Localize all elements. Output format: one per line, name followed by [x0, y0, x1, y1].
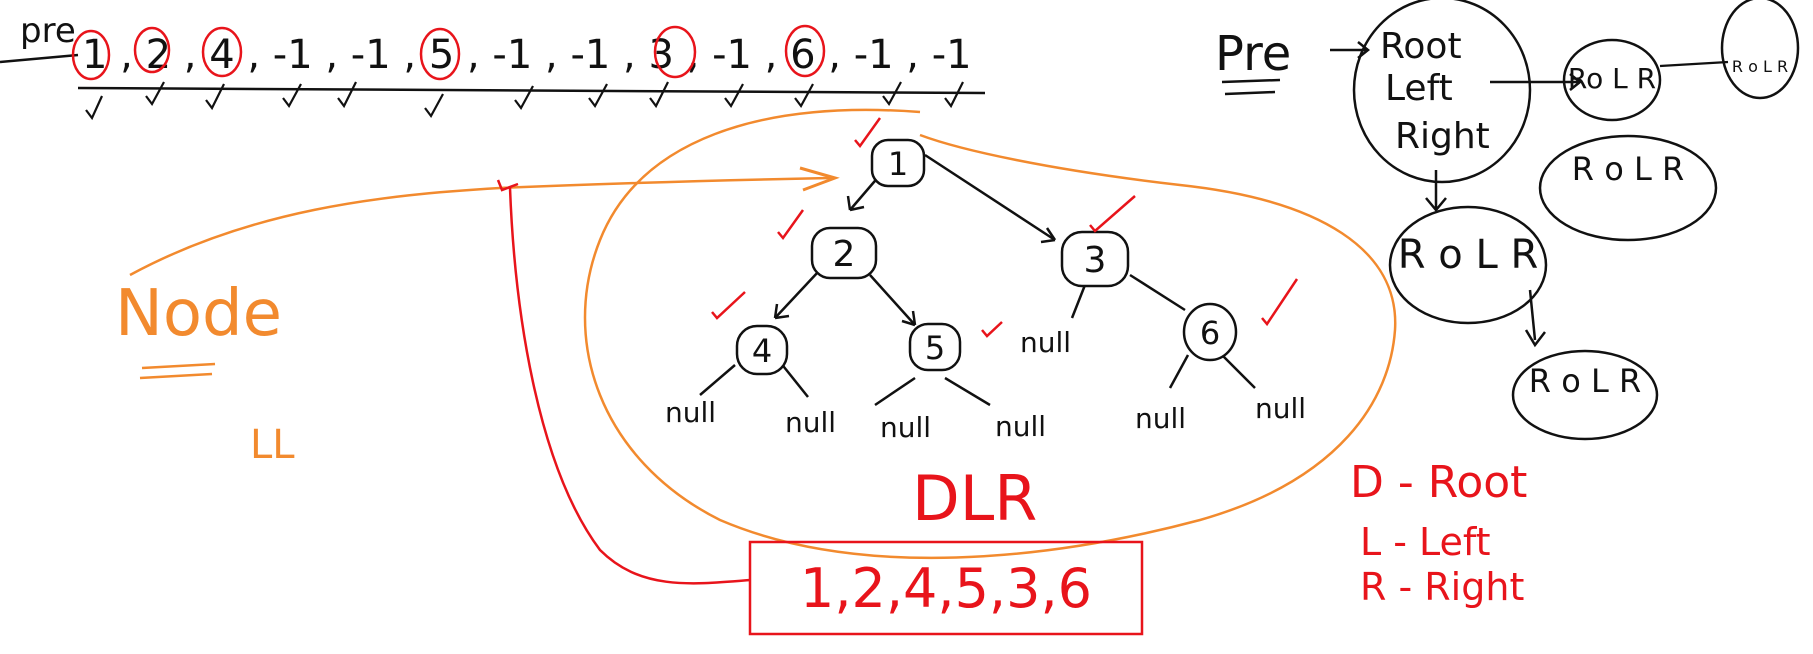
- null-label: null: [665, 396, 716, 429]
- tree-node-4: [735, 324, 789, 376]
- null-label: null: [1255, 392, 1306, 425]
- tree-node-2-label: 2: [833, 234, 856, 275]
- tree-node-2: [810, 226, 878, 280]
- rlr-right-circle: [1538, 134, 1718, 242]
- red-annotations: [496, 117, 1299, 585]
- rlr-small-circle: [1720, 0, 1800, 100]
- rlr-small-text: R o L R: [1732, 57, 1788, 76]
- rlr-mid-circle: [1388, 205, 1548, 325]
- pre-underline-1: [1221, 78, 1281, 84]
- null-label: null: [880, 411, 931, 444]
- rlr-bottom-circle: [1511, 349, 1659, 441]
- tree-node-5: [908, 322, 962, 372]
- pre-title: Pre: [1215, 26, 1291, 82]
- pre-panel: Pre Root Left Right Ro L R R o L R R o L…: [1215, 0, 1800, 441]
- red-tick: [1261, 278, 1299, 327]
- dlr-label: DLR: [912, 462, 1037, 535]
- node-underline-1: [141, 362, 216, 370]
- tick-marks: [85, 81, 964, 121]
- red-small-mark: [496, 179, 519, 192]
- circle-node-2: [133, 26, 171, 74]
- rlr-top-text: Ro L R: [1568, 62, 1656, 95]
- result-box: [748, 540, 1144, 636]
- sequence-values: 1 , 2 , 4 , -1 , -1 , 5 , -1 , -1 , 3 , …: [82, 32, 972, 78]
- tree-node-4-label: 4: [752, 332, 772, 370]
- left-arrow: [1490, 73, 1583, 91]
- rlr-top-circle: [1562, 38, 1662, 122]
- null-label: null: [1020, 326, 1071, 359]
- rlr-right-text: R o L R: [1572, 150, 1684, 188]
- tree-nodes: 1 2 3 4 5 6 null null null null null nul…: [665, 138, 1306, 444]
- right-text: Right: [1395, 116, 1490, 157]
- ll-label: LL: [250, 422, 295, 468]
- circle-node-1: [71, 29, 111, 81]
- down-arrow: [1425, 170, 1447, 212]
- circle-node-3: [653, 25, 697, 79]
- rlr-mid-text: R o L R: [1398, 232, 1539, 278]
- rlr-bottom-text: R o L R: [1529, 362, 1641, 400]
- d-root-legend: D - Root: [1350, 457, 1527, 508]
- red-tick: [711, 291, 746, 320]
- tree-node-5-label: 5: [925, 329, 945, 367]
- circle-node-5: [419, 27, 461, 81]
- result-sequence: 1,2,4,5,3,6: [800, 557, 1092, 620]
- sequence-prefix: pre: [20, 11, 76, 51]
- l-left-legend: L - Left: [1360, 520, 1491, 564]
- red-tick: [854, 117, 882, 149]
- red-tick: [981, 321, 1003, 338]
- red-connector-line: [508, 187, 751, 585]
- pre-underline-2: [1224, 90, 1276, 96]
- prefix-underline: [0, 53, 79, 64]
- tree-node-6: [1182, 302, 1238, 362]
- orange-arrow-to-root: [129, 176, 831, 277]
- tree-node-1-label: 1: [888, 145, 908, 183]
- red-tick: [777, 209, 805, 241]
- root-text: Root: [1380, 26, 1462, 67]
- circle-node-6: [784, 24, 826, 78]
- null-label: null: [995, 410, 1046, 443]
- down-arrow-2: [1524, 289, 1546, 348]
- orange-arrowhead: [799, 166, 840, 192]
- orange-loop: [583, 108, 1397, 560]
- left-text: Left: [1385, 68, 1453, 109]
- null-label: null: [785, 406, 836, 439]
- root-left-right-circle: [1352, 0, 1532, 184]
- rlr-link: [1659, 60, 1729, 68]
- r-right-legend: R - Right: [1360, 565, 1524, 609]
- tree-node-1: [870, 138, 926, 188]
- preorder-sequence: pre 1 , 2 , 4 , -1 , -1 , 5 , -1 , -1 , …: [0, 11, 986, 121]
- null-label: null: [1135, 402, 1186, 435]
- node-label: Node: [115, 277, 282, 351]
- tree-node-3-label: 3: [1084, 240, 1107, 281]
- circle-node-4: [201, 26, 243, 78]
- node-underline-2: [139, 372, 213, 380]
- red-tick: [1089, 195, 1136, 233]
- tree-node-6-label: 6: [1200, 314, 1220, 352]
- orange-annotations: Node LL: [115, 108, 1397, 560]
